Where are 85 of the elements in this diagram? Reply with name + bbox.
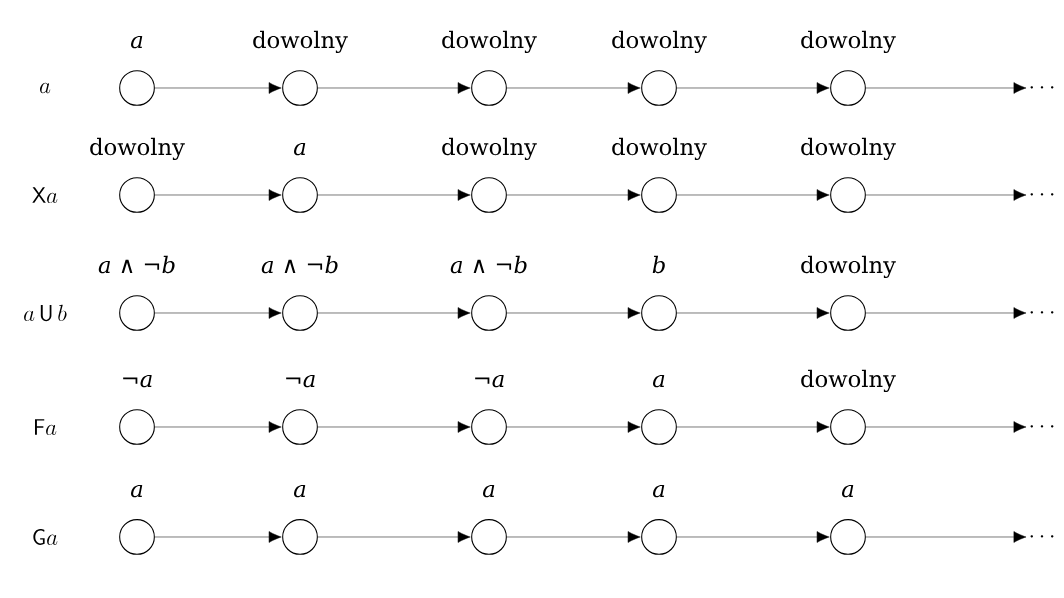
state-label: dowolny: [253, 30, 348, 54]
state-circle: [830, 295, 866, 331]
state-label: dowolny: [801, 30, 896, 54]
state-circle: [119, 70, 155, 106]
state-label: dowolny: [801, 137, 896, 161]
state-circle: [282, 70, 318, 106]
ellipsis: $\cdots$: [1030, 193, 1054, 196]
arrow: [676, 531, 830, 543]
state-circle: [119, 409, 155, 445]
arrow: [317, 82, 471, 94]
state-circle: [471, 295, 507, 331]
state-circle: [641, 295, 677, 331]
arrow: [506, 531, 641, 543]
ellipsis: $\cdots$: [1030, 311, 1054, 314]
arrow: [865, 307, 1027, 319]
state-label: dowolny: [801, 369, 896, 393]
arrow: [676, 421, 830, 433]
formula-label: $\mathsf{X}a$: [32, 187, 58, 204]
arrow: [317, 189, 471, 201]
state-circle: [830, 409, 866, 445]
state-label: a: [842, 484, 854, 498]
state-label: dowolny: [90, 137, 185, 161]
arrow: [317, 531, 471, 543]
state-circle: [830, 519, 866, 555]
arrow: [317, 307, 471, 319]
state-circle: [119, 177, 155, 213]
arrow: [154, 82, 282, 94]
state-label: dowolny: [442, 137, 537, 161]
state-label: ¬a: [123, 374, 152, 388]
state-circle: [471, 70, 507, 106]
formula-label: $\mathsf{G}a$: [33, 529, 58, 545]
arrow: [317, 421, 471, 433]
state-circle: [119, 295, 155, 331]
state-label: ¬a: [475, 374, 504, 388]
state-label: a: [131, 484, 143, 498]
state-label: a: [294, 484, 306, 498]
arrow: [506, 82, 641, 94]
state-circle: [641, 70, 677, 106]
state-circle: [830, 177, 866, 213]
state-circle: [282, 177, 318, 213]
arrow: [865, 421, 1027, 433]
state-circle: [830, 70, 866, 106]
state-circle: [282, 409, 318, 445]
arrow: [865, 82, 1027, 94]
arrow: [154, 307, 282, 319]
arrow: [865, 189, 1027, 201]
state-label: a ∧ ¬b: [261, 255, 338, 274]
formula-label: $a$: [40, 82, 51, 94]
state-label: b: [652, 255, 665, 274]
arrow: [154, 189, 282, 201]
arrow: [676, 189, 830, 201]
arrow: [154, 421, 282, 433]
state-circle: [641, 519, 677, 555]
state-label: dowolny: [612, 30, 707, 54]
state-circle: [471, 177, 507, 213]
state-label: dowolny: [442, 30, 537, 54]
ellipsis: $\cdots$: [1030, 425, 1054, 428]
state-circle: [641, 177, 677, 213]
ellipsis: $\cdots$: [1030, 535, 1054, 538]
arrow: [154, 531, 282, 543]
state-circle: [641, 409, 677, 445]
arrow: [506, 421, 641, 433]
formula-label: $\mathsf{F}a$: [35, 419, 57, 436]
arrow: [676, 82, 830, 94]
arrow: [506, 307, 641, 319]
arrow: [676, 307, 830, 319]
state-label: ¬a: [286, 374, 315, 388]
arrow: [506, 189, 641, 201]
state-label: a ∧ ¬b: [98, 255, 175, 274]
state-circle: [119, 519, 155, 555]
state-label: a: [483, 484, 495, 498]
state-label: a: [653, 484, 665, 498]
state-circle: [471, 409, 507, 445]
state-label: dowolny: [801, 255, 896, 279]
state-label: a: [653, 374, 665, 388]
state-label: a ∧ ¬b: [450, 255, 527, 274]
state-circle: [471, 519, 507, 555]
formula-label: $a\,\mathsf{U}\,b$: [24, 304, 67, 322]
ellipsis: $\cdots$: [1030, 86, 1054, 89]
state-label: a: [131, 35, 143, 49]
state-circle: [282, 519, 318, 555]
arrow: [865, 531, 1027, 543]
state-label: dowolny: [612, 137, 707, 161]
state-circle: [282, 295, 318, 331]
state-label: a: [294, 142, 306, 156]
